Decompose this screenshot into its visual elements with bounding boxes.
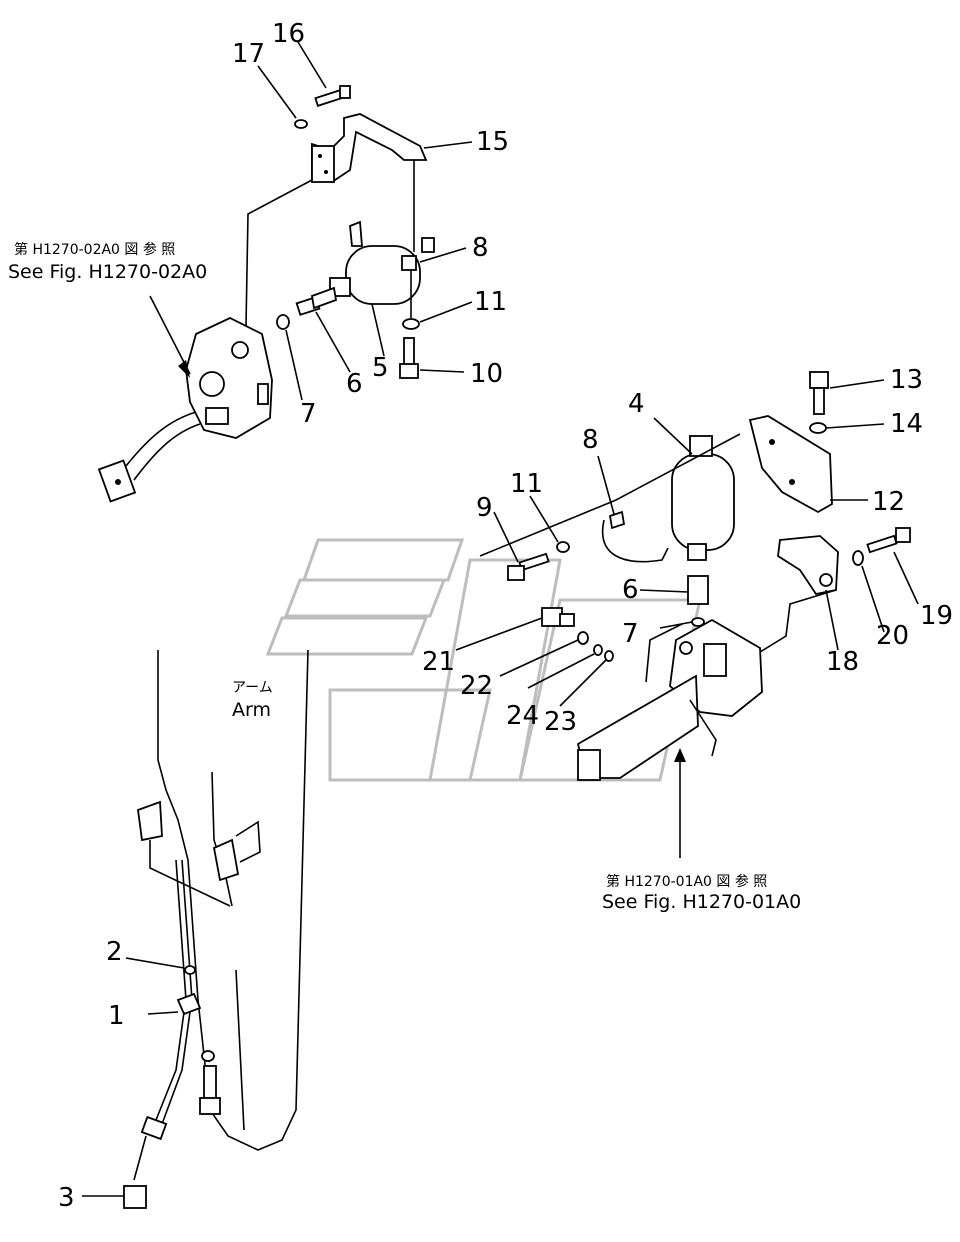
leader-lines: [82, 41, 919, 1197]
upper-reference-jp: 第 H1270-02A0 図 参 照: [14, 241, 175, 258]
callout-14: 14: [890, 409, 923, 439]
callout-16: 16: [272, 19, 305, 49]
callout-1: 1: [108, 1001, 125, 1031]
callout-5: 5: [372, 353, 389, 383]
callout-7a: 7: [300, 399, 317, 429]
callout-6b: 6: [622, 575, 639, 605]
callout-2: 2: [106, 937, 123, 967]
right-assembly: [479, 371, 911, 781]
upper-reference-en: See Fig. H1270-02A0: [8, 261, 207, 283]
callout-13: 13: [890, 365, 923, 395]
callout-numbers: 1 2 3 4 5 6 6 7 7 8 8 9 10 11 11 12 13 1…: [58, 19, 953, 1213]
arm-label-en: Arm: [232, 699, 271, 721]
callout-19: 19: [920, 601, 953, 631]
callout-9: 9: [476, 493, 493, 523]
callout-11b: 11: [510, 469, 543, 499]
upper-assembly: [97, 85, 435, 503]
callout-22: 22: [460, 671, 493, 701]
callout-15: 15: [476, 127, 509, 157]
callout-3: 3: [58, 1183, 75, 1213]
lower-reference-jp: 第 H1270-01A0 図 参 照: [606, 873, 767, 890]
callout-8a: 8: [472, 233, 489, 263]
callout-20: 20: [876, 621, 909, 651]
callout-11a: 11: [474, 287, 507, 317]
callout-18: 18: [826, 647, 859, 677]
arm-outline: [137, 649, 309, 1151]
arm-label-jp: アーム: [232, 680, 273, 696]
reference-notes: 第 H1270-02A0 図 参 照 See Fig. H1270-02A0 第…: [8, 241, 801, 913]
callout-21: 21: [422, 647, 455, 677]
lower-reference-en: See Fig. H1270-01A0: [602, 891, 801, 913]
callout-8b: 8: [582, 425, 599, 455]
lower-fittings: [123, 965, 221, 1209]
callout-12: 12: [872, 487, 905, 517]
callout-10: 10: [470, 359, 503, 389]
callout-4: 4: [628, 389, 645, 419]
callout-17: 17: [232, 39, 265, 69]
callout-7b: 7: [622, 619, 639, 649]
callout-23: 23: [544, 707, 577, 737]
callout-24: 24: [506, 701, 539, 731]
callout-6a: 6: [346, 369, 363, 399]
